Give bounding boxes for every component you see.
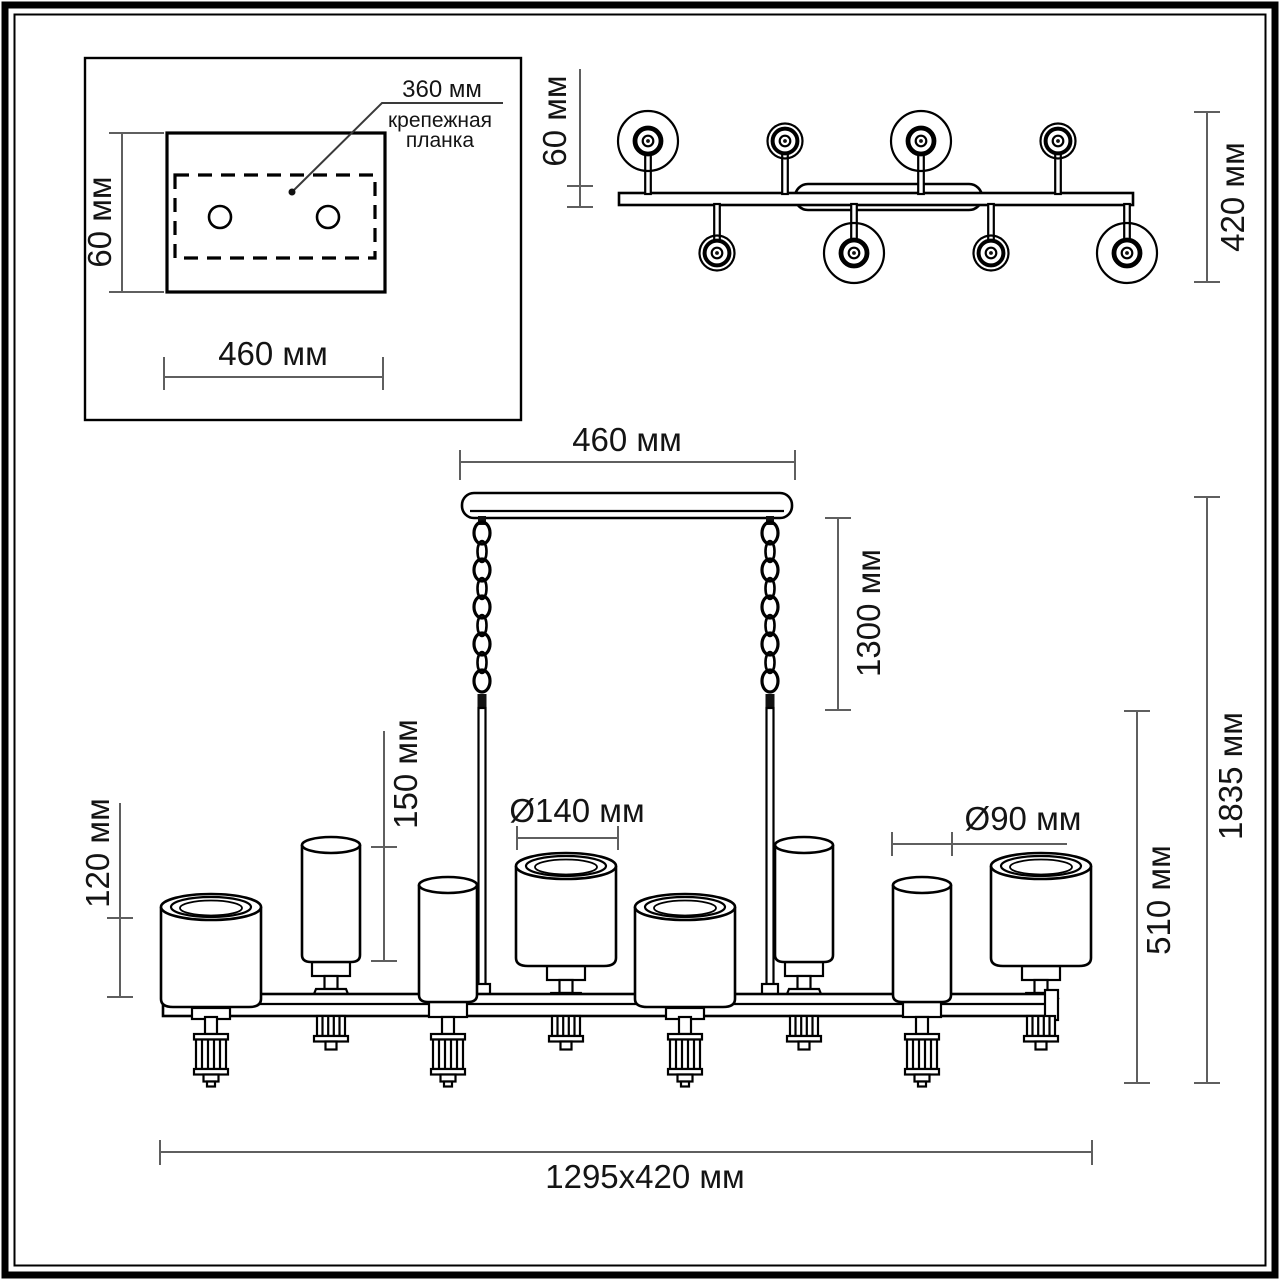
leader-line	[291, 102, 503, 193]
wide-shade-diameter-dimension-line	[516, 826, 619, 850]
lamp-neck	[310, 960, 352, 996]
plate-height-dimension-line	[109, 132, 164, 293]
lamp-neck	[427, 1000, 469, 1019]
narrow-shade	[300, 835, 362, 964]
chain-right	[760, 514, 780, 711]
canopy-width-dimension-line	[459, 450, 796, 480]
lamp-neck	[901, 1000, 943, 1019]
overall-height-dimension-line	[1194, 496, 1220, 1084]
finials	[192, 1014, 1060, 1088]
chandelier-front-view: 460 мм 1300 мм 120 мм 150 мм Ø140 мм Ø90…	[79, 421, 1249, 1195]
bar-top-view	[617, 191, 1135, 207]
plate-width-dimension-line	[163, 357, 384, 390]
detail-box-border	[83, 56, 523, 422]
long-finial	[666, 1015, 704, 1088]
short-finial	[785, 1014, 823, 1051]
lamp-top-view	[1038, 121, 1078, 161]
overall-depth-label: 420 мм	[1214, 142, 1251, 252]
narrow-shade	[891, 875, 953, 1004]
mounting-hole-right	[315, 204, 341, 230]
rod-left	[477, 706, 487, 987]
canopy-plate-outline	[165, 131, 387, 294]
canopy-width-label: 460 мм	[572, 421, 682, 458]
lamp-top-view	[765, 121, 805, 161]
lamp-top-view	[971, 233, 1011, 273]
plate-height-label: 60 мм	[81, 176, 118, 267]
mount-caption-line1: крепежная	[388, 109, 492, 132]
narrow-shade-diameter-label: Ø90 мм	[965, 800, 1082, 837]
long-finial	[429, 1015, 467, 1088]
wide-shade-height-dimension-line	[107, 803, 133, 998]
plate-width-label: 460 мм	[218, 335, 328, 372]
narrow-shade-diameter-dimension-line	[891, 832, 1067, 856]
overall-size-dimension-line	[159, 1140, 1093, 1165]
canopy-front-view	[460, 491, 794, 520]
narrow-shade	[773, 835, 835, 964]
rod-right	[765, 706, 775, 987]
wide-shade	[633, 892, 737, 1009]
canopy-depth-dimension-line	[567, 69, 593, 208]
chain-length-dimension-line	[825, 517, 851, 711]
stem	[1054, 148, 1062, 196]
narrow-shade-height-dimension-line	[371, 731, 397, 962]
mounting-bar-dashed-outline	[173, 173, 377, 260]
short-finial	[547, 1014, 585, 1051]
overall-size-label: 1295x420 мм	[545, 1158, 745, 1195]
short-finial	[1022, 1014, 1060, 1051]
wide-shade-height-label: 120 мм	[79, 798, 116, 908]
overall-height-label: 1835 мм	[1212, 712, 1249, 840]
narrow-shade-height-label: 150 мм	[387, 719, 424, 829]
chandelier-top-view: 60 мм 420 мм	[536, 69, 1251, 283]
long-finial	[192, 1015, 230, 1088]
chain-length-label: 1300 мм	[850, 549, 887, 677]
mount-spacing-label: 360 мм	[402, 76, 482, 103]
wide-shade-diameter-label: Ø140 мм	[509, 792, 644, 829]
stem	[781, 148, 789, 196]
wide-shade	[159, 892, 263, 1009]
mounting-hole-left	[207, 204, 233, 230]
mounting-plate-detail-view: 360 мм крепежная планка 60 мм 460 мм	[81, 56, 523, 422]
leader-dot	[288, 188, 296, 196]
body-height-dimension-line	[1124, 710, 1150, 1084]
canopy-depth-label: 60 мм	[536, 75, 573, 166]
overall-depth-dimension-line	[1194, 111, 1220, 283]
short-finial	[312, 1014, 350, 1051]
lamp-top-view	[697, 233, 737, 273]
narrow-shade	[417, 875, 479, 1004]
body-height-label: 510 мм	[1140, 845, 1177, 955]
wide-shade	[514, 851, 618, 968]
lamp-neck	[783, 960, 825, 996]
mount-caption-line2: планка	[406, 129, 475, 152]
inner-frame-border	[13, 13, 1267, 1267]
wide-shade	[989, 851, 1093, 968]
chain-left	[472, 514, 492, 711]
long-finial	[903, 1015, 941, 1088]
